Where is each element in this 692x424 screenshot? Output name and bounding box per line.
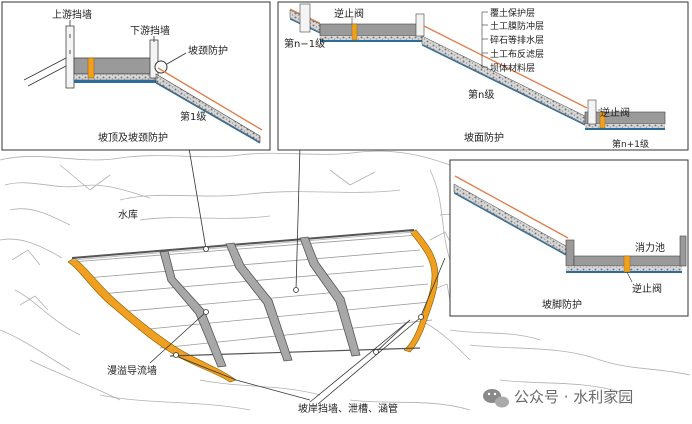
- downstream-wall-label: 下游挡墙: [130, 24, 170, 37]
- slope-layer-list: 覆土保护层 土工膜防冲层 碎石等排水层 土工布反滤层 坝体材料层: [490, 7, 544, 74]
- toe-protection-label: 坡颈防护: [188, 44, 228, 57]
- right-bank-orange: [403, 229, 439, 353]
- watermark-text: 公众号 · 水利家园: [514, 388, 633, 406]
- overflow-wall-label: 漫溢导流墙: [107, 364, 157, 377]
- layer-item: 土工布反滤层: [490, 48, 544, 60]
- panel-slope: 覆土保护层 土工膜防冲层 碎石等排水层 土工布反滤层 坝体材料层 逆止阀 第n−…: [277, 1, 689, 151]
- slope-step-n-minus-1: 第n−1级: [284, 37, 325, 50]
- foot-check-valve-label: 逆止阀: [632, 282, 662, 295]
- stilling-basin-label: 消力池: [635, 241, 665, 254]
- panel-crest: 上游挡墙 下游挡墙 坡颈防护 第1级 坡顶及坡颈防护: [1, 1, 271, 151]
- slope-caption: 坡面防护: [464, 131, 504, 144]
- crest-step-label: 第1级: [180, 110, 206, 123]
- left-bank-orange: [67, 257, 237, 383]
- upstream-wall-label: 上游挡墙: [52, 8, 92, 21]
- layer-item: 土工膜防冲层: [490, 20, 544, 32]
- bank-facilities-label: 坡岸挡墙、泄槽、涵管: [298, 402, 398, 415]
- crest-caption: 坡顶及坡颈防护: [98, 131, 168, 144]
- slope-check-valve-bottom: 逆止阀: [600, 106, 630, 119]
- slope-check-valve-top: 逆止阀: [334, 7, 364, 20]
- layer-item: 覆土保护层: [490, 7, 535, 19]
- wechat-icon: [483, 389, 509, 408]
- slope-step-n: 第n级: [468, 88, 494, 101]
- watermark: 公众号 · 水利家园: [483, 388, 633, 408]
- layer-item: 坝体材料层: [490, 62, 535, 74]
- slope-step-n-plus-1: 第n+1级: [612, 138, 649, 150]
- panel-foot: 消力池 逆止阀 坡脚防护: [449, 159, 689, 317]
- reservoir-label: 水库: [118, 208, 138, 221]
- foot-caption: 坡脚防护: [542, 298, 582, 311]
- layer-item: 碎石等排水层: [490, 34, 544, 46]
